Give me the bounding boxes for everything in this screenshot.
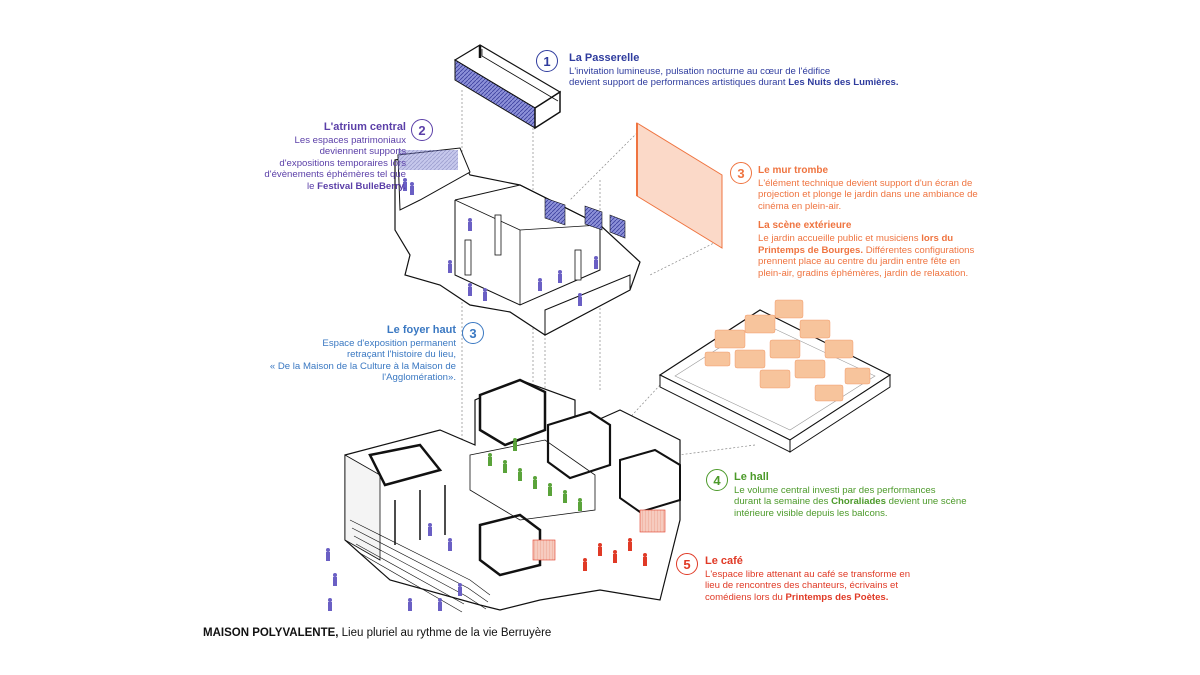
- text-line: L'élément technique devient support d'un…: [758, 177, 973, 189]
- text-line: durant la semaine des: [734, 496, 832, 508]
- text-line: L'invitation lumineuse, pulsation noctur…: [569, 65, 831, 77]
- mur-trombe-screen: [636, 122, 723, 249]
- title-hall: Le hall: [734, 471, 769, 483]
- caption-rest: Lieu pluriel au rythme de la vie Berruyè…: [338, 627, 552, 639]
- annotation-cafe: Le café L'espace libre attenant au café …: [705, 555, 911, 603]
- title-passerelle: La Passerelle: [569, 52, 640, 64]
- highlight-lors-du: lors du: [921, 232, 954, 244]
- text-line: l'Agglomération».: [382, 372, 456, 384]
- highlight-festival: Festival BulleBerry.: [317, 180, 406, 192]
- text-line: devient une scène: [885, 496, 967, 508]
- text-line: le: [306, 180, 318, 192]
- badge-4: 4: [706, 469, 728, 491]
- caption-bold: MAISON POLYVALENTE,: [203, 627, 339, 639]
- hall-performers: [488, 438, 582, 511]
- title-foyer-haut: Le foyer haut: [386, 324, 456, 336]
- garden-audience: [704, 299, 871, 402]
- title-cafe: Le café: [705, 555, 743, 567]
- text-line: prennent place au centre du jardin entre…: [758, 256, 961, 268]
- text-line: cinéma en plein-air.: [758, 200, 842, 212]
- text-line: projection et plonge le jardin dans une …: [758, 189, 978, 201]
- annotation-passerelle: La Passerelle L'invitation lumineuse, pu…: [569, 52, 899, 89]
- text-line: comédiens lors du: [705, 591, 786, 603]
- text-line: retraçant l'histoire du lieu,: [346, 349, 456, 361]
- text-line: d'évènements éphémères tel que: [264, 169, 406, 181]
- badge-5: 5: [676, 553, 698, 575]
- highlight-printemps-poetes: Printemps des Poètes.: [785, 591, 889, 603]
- text-line: L'espace libre attenant au café se trans…: [705, 568, 911, 580]
- annotation-foyer-haut: Le foyer haut Espace d'exposition perman…: [240, 324, 456, 384]
- text-line: Les espaces patrimoniaux: [294, 134, 406, 146]
- annotation-atrium: L'atrium central Les espaces patrimoniau…: [200, 121, 406, 193]
- highlight-nuits-des-lumieres: Les Nuits des Lumières.: [788, 77, 899, 89]
- badge-2: 2: [411, 119, 433, 141]
- passerelle-block: [453, 44, 562, 130]
- text-line: intérieure visible depuis les balcons.: [734, 507, 888, 519]
- title-atrium: L'atrium central: [323, 121, 406, 133]
- badge-3-orange: 3: [730, 162, 752, 184]
- amphitheatre-steps: [349, 519, 491, 613]
- text-line: devient support de performances artistiq…: [569, 77, 789, 89]
- text-line: plein-air, gradins éphémères, jardin de …: [758, 267, 969, 279]
- text-line: Le volume central investi par des perfor…: [734, 484, 936, 496]
- cafe-area: [532, 509, 666, 571]
- annotation-hall: Le hall Le volume central investi par de…: [734, 471, 967, 519]
- text-line: d'expositions temporaires lors: [279, 157, 406, 169]
- badge-1: 1: [536, 50, 558, 72]
- text-line: Le jardin accueille public et musiciens: [758, 232, 922, 244]
- text-line: Différentes configurations: [863, 244, 975, 256]
- figure-caption: MAISON POLYVALENTE, Lieu pluriel au ryth…: [203, 627, 551, 639]
- amphitheatre-people: [326, 523, 462, 611]
- text-line: « De la Maison de la Culture à la Maison…: [269, 360, 456, 372]
- atrium-floor: [394, 147, 641, 336]
- text-line: deviennent supports: [319, 146, 406, 158]
- text-line: Espace d'exposition permanent: [322, 337, 456, 349]
- ground-floor-building: [344, 378, 681, 611]
- title-mur-trombe: Le mur trombe: [758, 165, 829, 176]
- highlight-printemps-bourges: Printemps de Bourges.: [758, 244, 864, 256]
- highlight-choraliades: Choraliades: [831, 496, 886, 508]
- badge-3-blue: 3: [462, 322, 484, 344]
- title-scene-exterieure: La scène extérieure: [758, 220, 852, 232]
- annotation-mur-trombe: Le mur trombe L'élément technique devien…: [758, 165, 996, 279]
- text-line: lieu de rencontres des chanteurs, écriva…: [705, 580, 899, 592]
- atrium-people: [403, 178, 598, 306]
